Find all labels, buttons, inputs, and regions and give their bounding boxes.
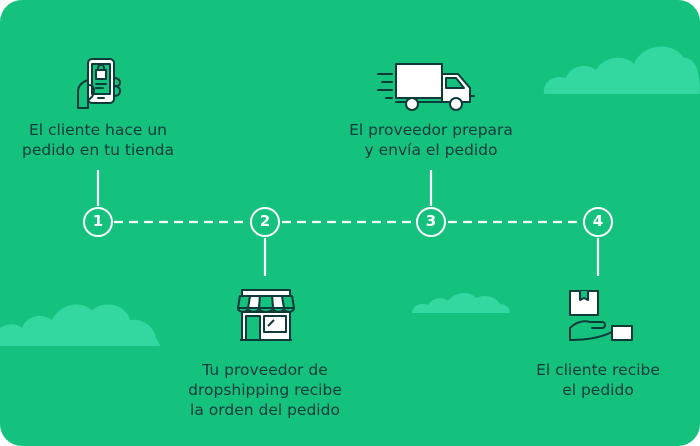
step-2-line-2: dropshipping recibe bbox=[188, 381, 342, 399]
store-icon bbox=[237, 289, 295, 341]
delivery-truck-icon bbox=[377, 63, 475, 111]
step-2-line-3: la orden del pedido bbox=[190, 401, 340, 419]
step-4-line-2: el pedido bbox=[562, 381, 634, 399]
step-3-line-1: El proveedor prepara bbox=[349, 121, 513, 139]
step-1-node: 1 bbox=[83, 207, 113, 237]
step-4-node: 4 bbox=[583, 207, 613, 237]
phone-shopping-icon bbox=[77, 58, 121, 109]
step-4-line-1: El cliente recibe bbox=[536, 361, 660, 379]
step-2-label: Tu proveedor de dropshipping recibe la o… bbox=[170, 360, 360, 420]
step-2-node: 2 bbox=[250, 207, 280, 237]
step-2-line-1: Tu proveedor de bbox=[202, 361, 328, 379]
cloud-top-right bbox=[543, 46, 700, 94]
step-3-node: 3 bbox=[416, 207, 446, 237]
step-1-line-2: pedido en tu tienda bbox=[22, 141, 174, 159]
cloud-bottom-left bbox=[0, 304, 160, 346]
step-1-line-1: El cliente hace un bbox=[28, 121, 168, 139]
step-3-line-2: y envía el pedido bbox=[364, 141, 498, 159]
step-4-label: El cliente recibe el pedido bbox=[508, 360, 688, 400]
step-1-label: El cliente hace un pedido en tu tienda bbox=[8, 120, 188, 160]
step-3-label: El proveedor prepara y envía el pedido bbox=[336, 120, 526, 160]
cloud-middle-right bbox=[412, 292, 510, 313]
package-hand-icon bbox=[569, 290, 633, 341]
